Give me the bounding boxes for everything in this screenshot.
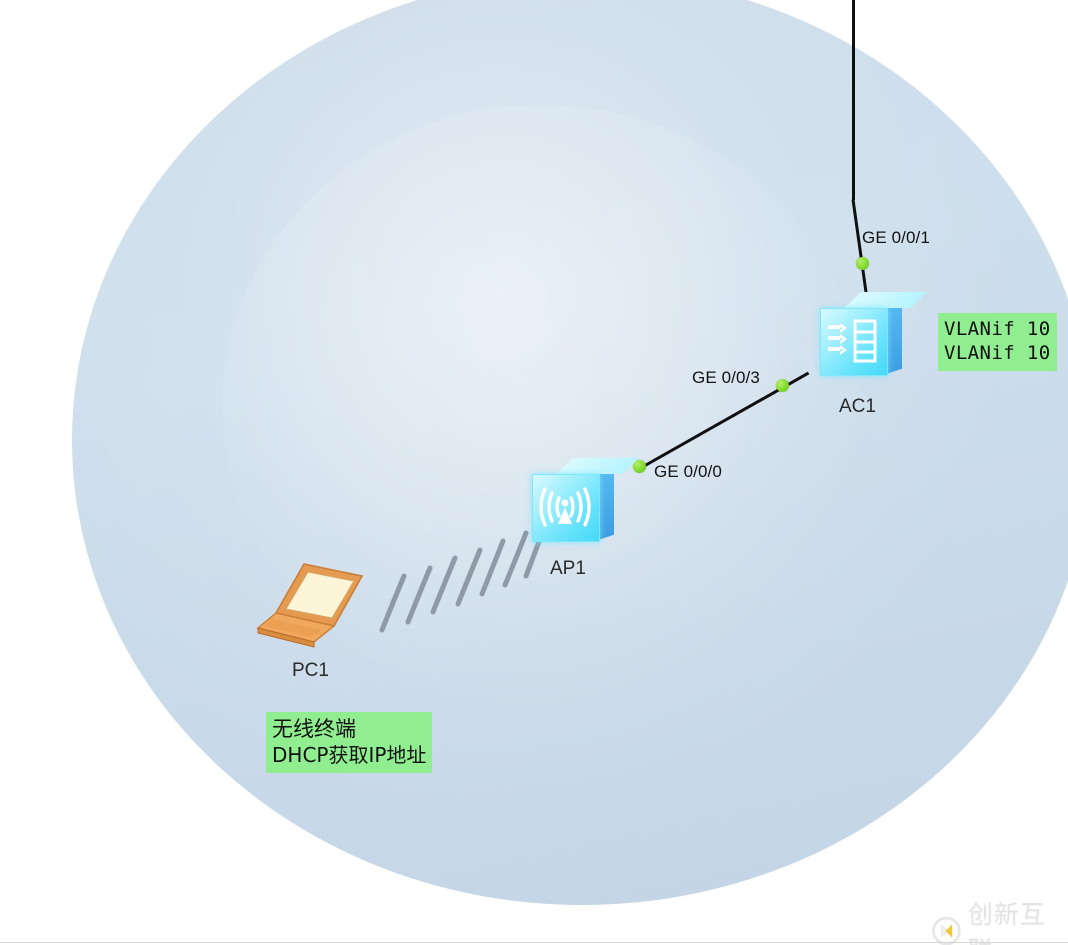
- device-ac1[interactable]: [820, 292, 928, 382]
- access-point-icon: [539, 487, 591, 527]
- wireless-coverage-ellipse: [72, 0, 1068, 905]
- ap1-icon-side: [598, 468, 614, 540]
- access-controller-icon: [828, 319, 877, 363]
- note-vlanif-line-1: VLANif 10: [944, 318, 1051, 340]
- note-client-line-1: 无线终端: [272, 717, 356, 741]
- note-client: 无线终端 DHCP获取IP地址: [266, 712, 433, 774]
- connector-dot-ap1-ge0000: [633, 460, 646, 473]
- circle-x-logo: [932, 916, 961, 945]
- interface-label-ac1-ge0001: GE 0/0/1: [862, 228, 930, 247]
- note-vlanif: VLANif 10 VLANif 10: [938, 313, 1057, 371]
- interface-label-ap1-ge0000: GE 0/0/0: [654, 462, 722, 481]
- link-uplink-to-ac1[interactable]: [852, 0, 855, 200]
- connector-dot-ac1-ge0003: [776, 379, 789, 392]
- note-client-line-2: DHCP获取IP地址: [272, 742, 427, 767]
- device-pc1[interactable]: [256, 558, 370, 648]
- connector-dot-ac1-ge0001: [856, 257, 869, 270]
- note-vlanif-line-2: VLANif 10: [944, 342, 1051, 365]
- device-label-ap1: AP1: [550, 558, 586, 579]
- bottom-divider: [0, 942, 1068, 943]
- watermark-text: 创新互联: [967, 900, 1046, 945]
- device-ap1[interactable]: [532, 458, 640, 548]
- ac1-icon-side: [886, 302, 902, 374]
- interface-label-ac1-ge0003: GE 0/0/3: [692, 368, 760, 387]
- wireless-signal-waves: [379, 525, 547, 633]
- device-label-ac1: AC1: [839, 396, 876, 417]
- device-label-pc1: PC1: [292, 660, 329, 681]
- watermark: 创新互联: [932, 895, 1068, 945]
